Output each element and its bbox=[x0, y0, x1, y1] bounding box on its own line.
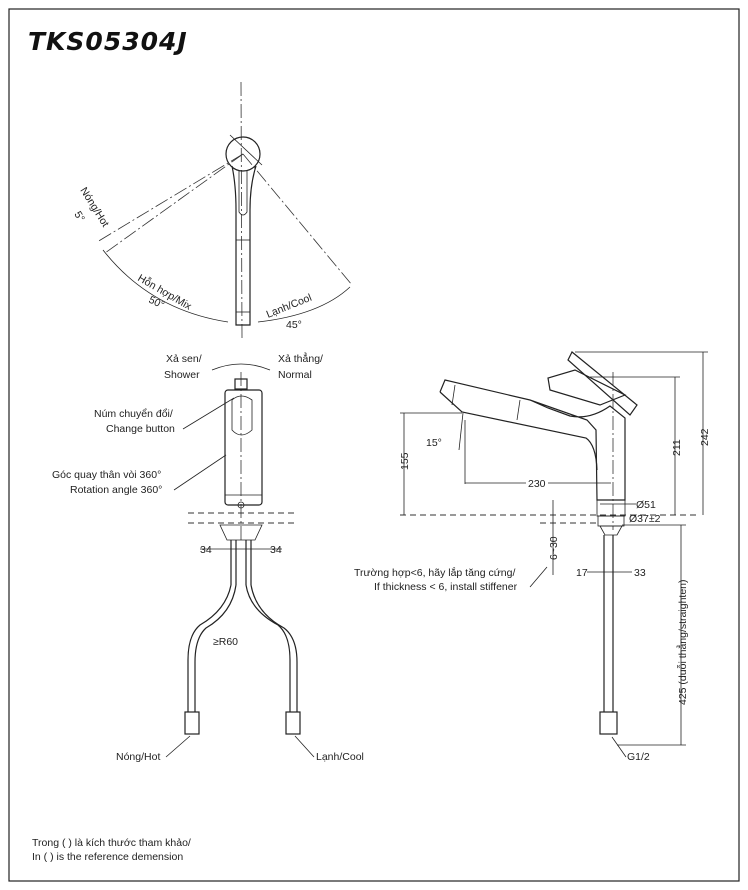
top-view: Nóng/Hot 5° Hỗn hợp/Mix 50° Lạnh/Cool 45… bbox=[71, 81, 353, 339]
note-line-1: Trong ( ) là kích thước tham khảo/ bbox=[32, 837, 191, 849]
dim-230: 230 bbox=[528, 478, 546, 490]
mix-label: Hỗn hợp/Mix bbox=[136, 271, 195, 313]
change-button-label-1: Núm chuyển đổi/ bbox=[94, 408, 173, 420]
frame bbox=[8, 8, 740, 882]
normal-label-1: Xả thẳng/ bbox=[278, 352, 323, 365]
dim-242: 242 bbox=[699, 428, 711, 446]
bend-radius: ≥R60 bbox=[213, 636, 238, 648]
shower-label-2: Shower bbox=[164, 369, 200, 381]
stiffener-note-1: Trường hợp<6, hãy lắp tăng cứng/ bbox=[354, 566, 515, 579]
thread-size: G1/2 bbox=[627, 751, 650, 763]
thickness-dim: 6~30 bbox=[548, 536, 560, 560]
cool-hose bbox=[245, 584, 291, 712]
dim-33: 33 bbox=[634, 567, 646, 579]
hot-label: Nóng/Hot bbox=[77, 185, 111, 229]
normal-label-2: Normal bbox=[278, 369, 312, 381]
side-view: 155 15° 230 211 242 Ø51 Ø37±2 6~30 Trườn… bbox=[354, 351, 711, 763]
model-title: TKS05304J bbox=[28, 27, 188, 56]
hot-outlet-label: Nóng/Hot bbox=[116, 751, 160, 763]
note-line-2: In ( ) is the reference demension bbox=[32, 851, 183, 863]
hot-angle: 5° bbox=[71, 209, 87, 224]
cool-outlet-label: Lạnh/Cool bbox=[316, 751, 364, 763]
dia-37: Ø37±2 bbox=[629, 513, 661, 525]
cool-angle: 45° bbox=[286, 319, 302, 331]
dim-right-34: 34 bbox=[270, 544, 282, 556]
dia-51: Ø51 bbox=[636, 499, 656, 511]
shower-label-1: Xả sen/ bbox=[166, 353, 202, 365]
dim-left-34: 34 bbox=[200, 544, 212, 556]
dim-425: 425 (duỗi thẳng/straighten) bbox=[676, 579, 689, 705]
dim-155: 155 bbox=[399, 452, 411, 470]
hot-hose bbox=[187, 584, 232, 712]
front-view: Xả sen/ Shower Xả thẳng/ Normal Núm chuy… bbox=[52, 352, 364, 763]
change-button-label-2: Change button bbox=[106, 423, 175, 435]
dim-211: 211 bbox=[671, 439, 683, 456]
switch-direction-arrow bbox=[211, 363, 271, 371]
spout-angle: 15° bbox=[426, 437, 442, 449]
dim-17: 17 bbox=[576, 567, 588, 579]
stiffener-note-2: If thickness < 6, install stiffener bbox=[374, 581, 518, 593]
rotation-label-1: Góc quay thân vòi 360° bbox=[52, 469, 161, 481]
rotation-label-2: Rotation angle 360° bbox=[70, 484, 162, 496]
